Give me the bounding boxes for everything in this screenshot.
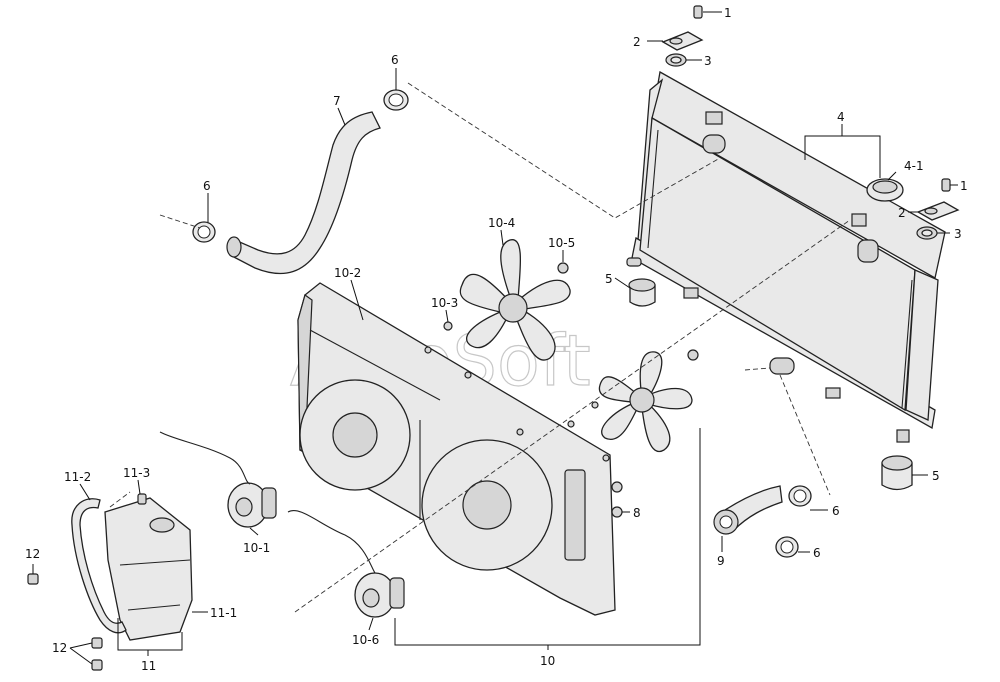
radiator-upper-inlet (702, 134, 726, 154)
callout-5-right: 5 (932, 469, 940, 483)
callout-3-right: 3 (954, 227, 962, 241)
bolt-top (693, 5, 703, 19)
callout-8: 8 (633, 506, 641, 520)
callout-1-top: 1 (724, 6, 732, 20)
callout-10: 10 (540, 654, 555, 668)
callout-5-left: 5 (605, 272, 613, 286)
callout-12-lower: 12 (52, 641, 67, 655)
leader-lines (32, 11, 958, 665)
radiator-lower-outlet (769, 357, 795, 375)
callout-2-right: 2 (898, 206, 906, 220)
hose-clamp-upper (383, 89, 409, 111)
callout-labels: 1 2 3 4 4-1 1 2 3 5 5 6 7 6 6 6 8 9 10-2… (25, 6, 968, 673)
callout-3-top: 3 (704, 54, 712, 68)
callout-7: 7 (333, 94, 341, 108)
callout-6-upper: 6 (391, 53, 399, 67)
callout-10-6: 10-6 (352, 633, 379, 647)
callout-10-2: 10-2 (334, 266, 361, 280)
fan-motor-right (287, 510, 405, 618)
callout-11: 11 (141, 659, 156, 673)
callout-4: 4 (837, 110, 845, 124)
fan-shroud (297, 282, 616, 616)
upper-radiator-hose (226, 111, 381, 275)
callout-10-4: 10-4 (488, 216, 515, 230)
hose-clamp-lower-a (788, 485, 812, 507)
upper-bracket-top (661, 5, 704, 67)
callout-10-3: 10-3 (431, 296, 458, 310)
coolant-reservoir (104, 493, 193, 641)
callout-4-1: 4-1 (904, 159, 924, 173)
lower-mount-right (881, 455, 913, 491)
bolt-right (941, 178, 951, 192)
reservoir-hose (71, 498, 127, 634)
callout-6-lower-b: 6 (813, 546, 821, 560)
callout-10-5: 10-5 (548, 236, 575, 250)
callout-12-upper: 12 (25, 547, 40, 561)
callout-11-3: 11-3 (123, 466, 150, 480)
callout-10-1: 10-1 (243, 541, 270, 555)
callout-6-left: 6 (203, 179, 211, 193)
callout-2-top: 2 (633, 35, 641, 49)
callout-9: 9 (717, 554, 725, 568)
radiator-cap (866, 178, 904, 202)
radiator (631, 70, 946, 443)
hose-clamp-left (192, 221, 216, 243)
fan-motor-left (159, 431, 277, 528)
fan-blade-large (459, 239, 571, 361)
callout-1-right: 1 (960, 179, 968, 193)
callout-11-1: 11-1 (210, 606, 237, 620)
lower-mount-left (626, 257, 656, 307)
callout-6-lower-a: 6 (832, 504, 840, 518)
alignment-lines (109, 82, 851, 613)
fan-blade-small (598, 351, 693, 453)
lower-radiator-hose (713, 485, 783, 535)
callout-11-2: 11-2 (64, 470, 91, 484)
hose-clamp-lower-b (775, 536, 799, 558)
